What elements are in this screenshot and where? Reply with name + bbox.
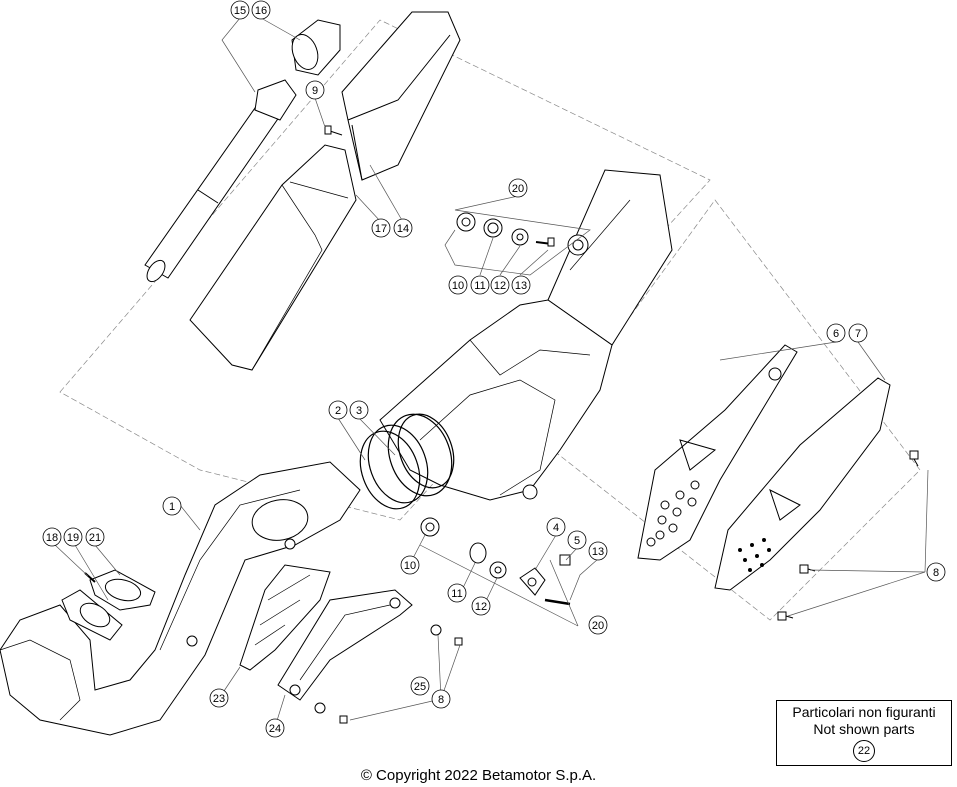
callout-8-right-top: 8 — [926, 562, 946, 582]
callout-label: 21 — [89, 532, 101, 544]
group-outlines — [59, 19, 921, 621]
callout-label: 14 — [397, 223, 409, 235]
callout-label: 10 — [452, 280, 464, 292]
callout-label: 5 — [574, 535, 580, 547]
exhaust-flange — [61, 569, 156, 641]
note-line-english: Not shown parts — [813, 721, 915, 737]
callout-label: 6 — [833, 328, 839, 340]
callout-label: 11 — [451, 588, 462, 600]
callout-14: 14 — [393, 218, 413, 238]
expansion-chamber — [379, 299, 613, 501]
callout-label: 2 — [335, 405, 341, 417]
copyright-text: © Copyright 2022 Betamotor S.p.A. — [360, 767, 597, 784]
callout-24: 24 — [265, 718, 285, 738]
callout-label: 13 — [515, 280, 527, 292]
callout-6: 6 — [826, 323, 846, 343]
callout-label: 23 — [213, 693, 225, 705]
callout-label: 11 — [474, 280, 485, 292]
callout-12-bottom: 12 — [471, 596, 491, 616]
callout-11-bottom: 11 — [447, 583, 467, 603]
callouts: 15 16 9 17 14 20 10 11 12 13 6 7 2 3 1 1… — [42, 0, 946, 738]
bracket-and-bolts — [420, 517, 571, 606]
side-heat-shield — [637, 344, 798, 561]
callout-23: 23 — [209, 688, 229, 708]
callout-11-top: 11 — [470, 275, 490, 295]
callout-label: 12 — [494, 280, 506, 292]
callout-3: 3 — [349, 400, 369, 420]
callout-label: 20 — [592, 620, 604, 632]
callout-label: 7 — [855, 328, 861, 340]
callout-label: 8 — [438, 694, 444, 706]
callout-21: 21 — [85, 527, 105, 547]
exhaust-header — [0, 461, 361, 736]
callout-5: 5 — [567, 530, 587, 550]
callout-9: 9 — [305, 80, 325, 100]
callout-label: 25 — [414, 681, 426, 693]
silencer-sleeve — [189, 144, 357, 371]
callout-label: 15 — [234, 5, 246, 17]
callout-label: 13 — [592, 546, 604, 558]
callout-label: 12 — [475, 601, 487, 613]
callout-17: 17 — [371, 218, 391, 238]
callout-label: 16 — [255, 5, 267, 17]
callout-13-bottom: 13 — [588, 541, 608, 561]
callout-19: 19 — [63, 527, 83, 547]
outer-heat-shield — [714, 377, 891, 591]
callout-label: 17 — [375, 223, 387, 235]
callout-label: 4 — [553, 522, 559, 534]
bolts-8 — [314, 450, 919, 724]
lower-heat-guard — [277, 589, 413, 701]
callout-label: 18 — [46, 532, 58, 544]
callout-label: 19 — [67, 532, 79, 544]
silencer-end-cover — [341, 11, 461, 181]
callout-10-top: 10 — [448, 275, 468, 295]
callout-label: 20 — [512, 183, 524, 195]
rubber-sleeve — [291, 19, 341, 76]
callout-12-top: 12 — [490, 275, 510, 295]
callout-4: 4 — [546, 517, 566, 537]
callout-20-bottom: 20 — [588, 615, 608, 635]
callout-label: 9 — [312, 85, 318, 97]
callout-16: 16 — [251, 0, 271, 20]
callout-7: 7 — [848, 323, 868, 343]
callout-label: 1 — [169, 501, 175, 513]
callout-13-top: 13 — [511, 275, 531, 295]
callout-label: 8 — [933, 567, 939, 579]
callout-25: 25 — [410, 676, 430, 696]
top-washer-set — [456, 212, 555, 247]
callout-label: 3 — [356, 405, 362, 417]
screw-9 — [324, 125, 343, 136]
note-ref-callout: 22 — [853, 740, 875, 762]
callout-label: 10 — [404, 560, 416, 572]
heat-guard — [239, 564, 331, 671]
tailpipe — [144, 79, 297, 283]
callout-10-bottom: 10 — [400, 555, 420, 575]
callout-15: 15 — [230, 0, 250, 20]
o-rings — [359, 413, 455, 510]
leader-lines — [54, 17, 929, 728]
callout-18: 18 — [42, 527, 62, 547]
callout-8-bottom: 8 — [431, 689, 451, 709]
callout-1: 1 — [162, 496, 182, 516]
note-line-italian: Particolari non figuranti — [792, 704, 936, 720]
callout-2: 2 — [328, 400, 348, 420]
callout-label: 24 — [269, 723, 281, 735]
not-shown-parts-note: Particolari non figuranti Not shown part… — [776, 700, 952, 766]
callout-20-top: 20 — [508, 178, 528, 198]
